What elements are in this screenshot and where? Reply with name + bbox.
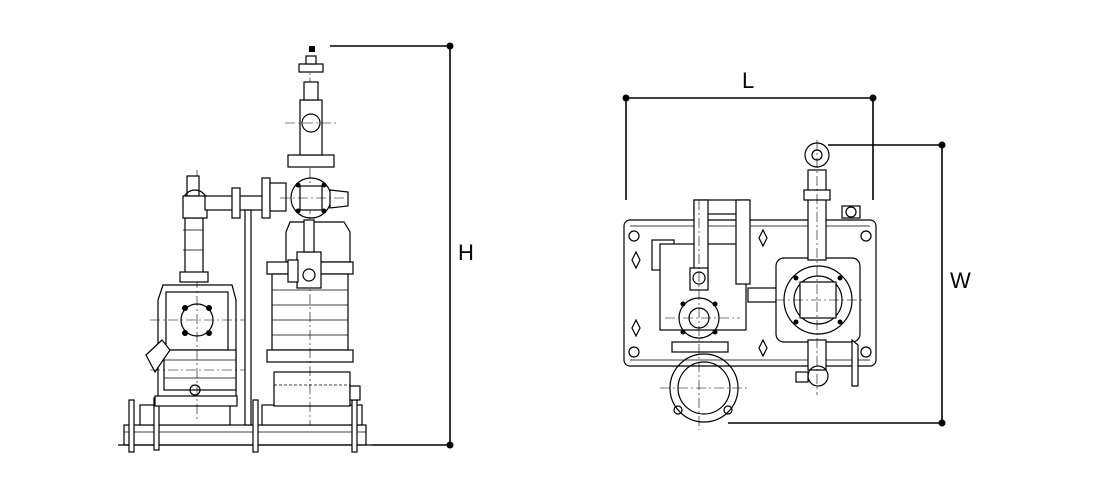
plan-view — [622, 94, 946, 430]
width-label: W — [950, 268, 971, 293]
length-label: L — [742, 68, 755, 93]
plan-left-pump — [651, 199, 751, 430]
front-elevation-view — [118, 42, 454, 453]
top-valve-assembly — [280, 46, 349, 289]
left-riser-pipe — [179, 175, 209, 283]
dimension-h — [330, 42, 454, 449]
height-label: H — [458, 240, 474, 265]
dimension-l — [622, 94, 877, 200]
left-pump-motor — [145, 170, 245, 420]
dimension-w — [728, 141, 946, 427]
header-pipe — [204, 177, 287, 426]
plan-right-pump — [775, 140, 862, 395]
